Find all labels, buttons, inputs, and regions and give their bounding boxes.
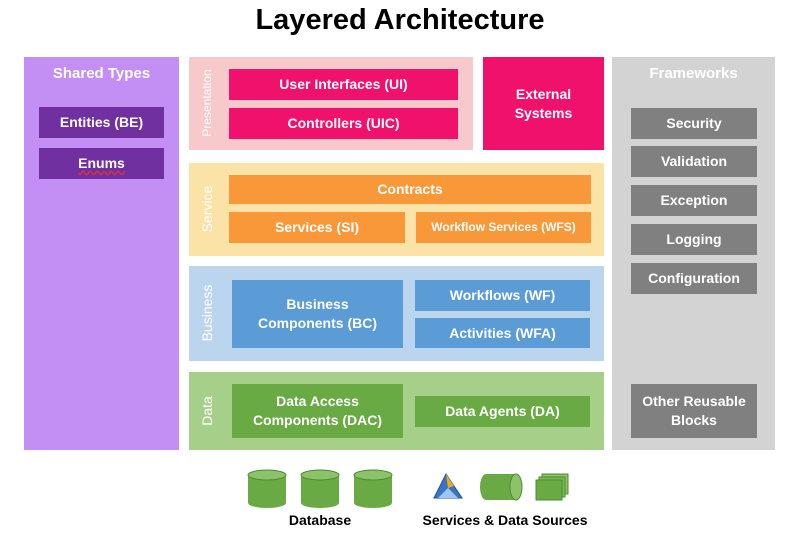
service-label: Service (199, 185, 215, 233)
logging-box: Logging (631, 224, 757, 255)
contracts-box: Contracts (229, 175, 591, 204)
database-caption: Database (288, 512, 352, 528)
data-label: Data (199, 396, 215, 426)
controllers-box: Controllers (UIC) (229, 108, 458, 139)
shared-types-panel: Shared Types Entities (BE) Enums (24, 57, 179, 450)
footer-icons (247, 469, 569, 508)
other-reusable-blocks-box: Other Reusable Blocks (631, 384, 757, 438)
user-interfaces-box: User Interfaces (UI) (229, 69, 458, 100)
security-box: Security (631, 108, 757, 139)
frameworks-panel: Frameworks Security Validation Exception… (612, 57, 775, 450)
activities-box: Activities (WFA) (415, 318, 590, 348)
service-cylinder-icon (480, 473, 523, 501)
business-label: Business (199, 284, 215, 342)
services-data-sources-caption: Services & Data Sources (422, 512, 588, 528)
validation-box: Validation (631, 146, 757, 177)
presentation-layer: Presentation User Interfaces (UI) Contro… (189, 57, 473, 150)
shared-types-heading: Shared Types (52, 65, 151, 82)
service-layer: Service Contracts Services (SI) Workflow… (189, 163, 604, 256)
database-icon-1 (247, 469, 287, 508)
data-access-components-box: Data Access Components (DAC) (232, 384, 403, 438)
services-box: Services (SI) (229, 212, 405, 243)
entities-box: Entities (BE) (39, 107, 164, 138)
external-systems-box: External Systems (483, 57, 604, 150)
enums-label: Enums (78, 155, 125, 171)
enums-box: Enums (39, 148, 164, 179)
diagram-title: Layered Architecture (255, 4, 545, 36)
presentation-label: Presentation (200, 69, 214, 137)
workflows-box: Workflows (WF) (415, 280, 590, 311)
azure-icon (433, 473, 463, 499)
exception-box: Exception (631, 185, 757, 216)
business-layer: Business Business Components (BC) Workfl… (189, 266, 604, 361)
data-files-icon (535, 473, 569, 501)
configuration-box: Configuration (631, 263, 757, 294)
workflow-services-box: Workflow Services (WFS) (416, 212, 591, 243)
frameworks-heading: Frameworks (649, 65, 738, 82)
database-icon-3 (353, 469, 393, 508)
business-components-box: Business Components (BC) (232, 280, 403, 348)
data-agents-box: Data Agents (DA) (415, 396, 590, 427)
database-icon-2 (300, 469, 340, 508)
data-layer: Data Data Access Components (DAC) Data A… (189, 372, 604, 450)
